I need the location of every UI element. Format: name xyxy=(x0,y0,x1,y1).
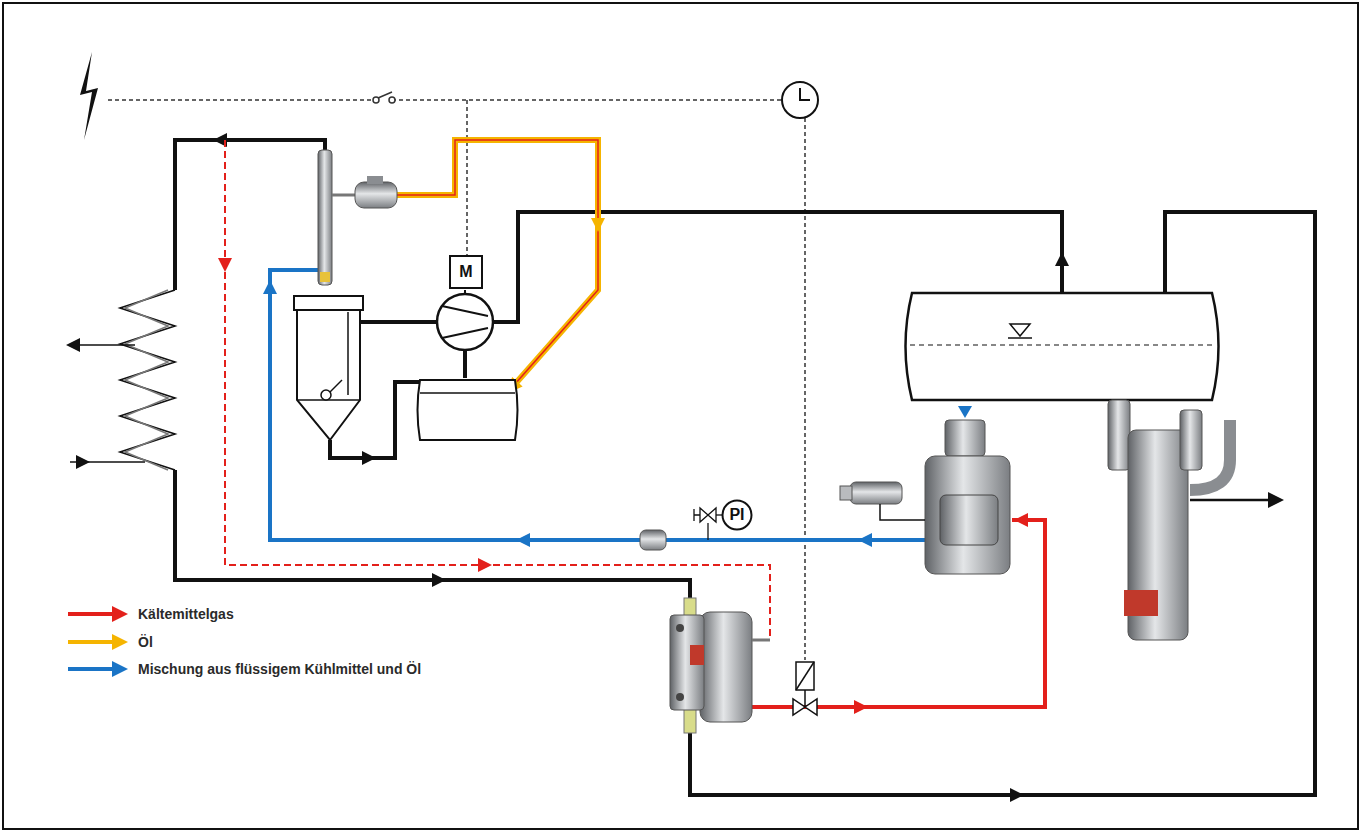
power-symbol xyxy=(80,52,98,140)
timer-symbol xyxy=(782,82,818,118)
level-sensor xyxy=(840,482,925,520)
legend-arrow xyxy=(66,605,130,623)
legend-entry: Kältemittelgas xyxy=(66,605,234,623)
solenoid-valve xyxy=(793,662,817,715)
pipe xyxy=(175,140,1315,795)
compressor xyxy=(437,294,493,350)
legend-arrow xyxy=(66,633,130,651)
valve-station xyxy=(1108,400,1230,640)
pressure-indicator: PI xyxy=(721,499,753,531)
legend-label: Mischung aus flüssigem Kühlmittel und Öl xyxy=(138,661,421,677)
control-wire xyxy=(108,100,805,660)
node-label: M xyxy=(459,263,472,281)
gauge-valve xyxy=(694,508,716,540)
legend-label: Kältemittelgas xyxy=(138,606,234,622)
legend-label: Öl xyxy=(138,634,153,650)
gas-line xyxy=(225,140,770,640)
receiver xyxy=(906,293,1219,400)
oil-line xyxy=(395,140,598,392)
node-label: PI xyxy=(729,506,744,524)
frame xyxy=(3,3,1358,829)
legend-entry: Öl xyxy=(66,633,153,651)
mixture-line xyxy=(270,270,925,540)
condenser-coil xyxy=(70,290,175,470)
oil-sump xyxy=(418,380,518,440)
sight-glass xyxy=(640,530,666,550)
hp-float-regulator xyxy=(670,598,770,733)
switch-symbol xyxy=(373,92,395,103)
oil-filter xyxy=(355,182,397,208)
legend-entry: Mischung aus flüssigem Kühlmittel und Öl xyxy=(66,660,421,678)
oil-separator-tube xyxy=(318,150,332,285)
oil-separator xyxy=(297,310,360,440)
motor-box: M xyxy=(449,255,483,289)
legend-arrow xyxy=(66,660,130,678)
oil-drain-device xyxy=(925,420,1010,574)
